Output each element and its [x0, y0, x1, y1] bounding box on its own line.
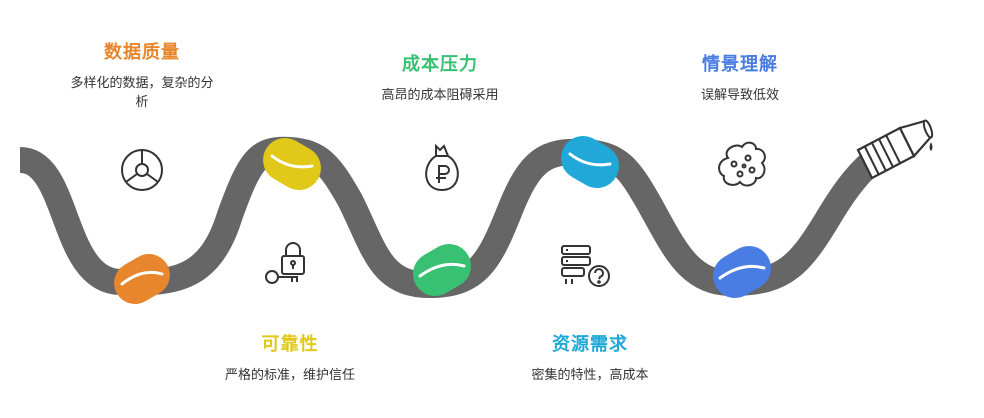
- item-cost-pressure: 成本压力 高昂的成本阻碍采用: [350, 50, 530, 105]
- nozzle-icon: [856, 119, 934, 180]
- item-desc: 多样化的数据，复杂的分析: [70, 76, 214, 110]
- knot-cost-pressure: [413, 244, 471, 296]
- item-title: 数据质量: [104, 42, 180, 63]
- item-resource-demand: 资源需求 密集的特性，高成本: [500, 330, 680, 385]
- knot-context-understanding: [713, 246, 771, 298]
- knot-resource-demand: [561, 136, 619, 188]
- item-reliability: 可靠性 严格的标准，维护信任: [200, 330, 380, 385]
- item-title: 资源需求: [552, 334, 628, 355]
- item-context-understanding: 情景理解 误解导致低效: [650, 50, 830, 105]
- server-question-icon: [561, 245, 610, 287]
- brain-icon: [718, 141, 766, 187]
- item-title: 情景理解: [702, 54, 778, 75]
- item-title: 可靠性: [261, 334, 319, 355]
- item-desc: 高昂的成本阻碍采用: [381, 88, 499, 103]
- item-desc: 误解导致低效: [700, 88, 779, 103]
- item-desc: 密集的特性，高成本: [531, 368, 649, 383]
- item-desc: 严格的标准，维护信任: [224, 368, 355, 383]
- money-bag-icon: [425, 143, 459, 192]
- knot-data-quality: [114, 254, 170, 304]
- pie-chart-icon: [121, 149, 163, 191]
- lock-key-icon: [265, 242, 305, 284]
- knot-reliability: [263, 138, 321, 190]
- item-title: 成本压力: [402, 54, 478, 75]
- item-data-quality: 数据质量 多样化的数据，复杂的分析: [62, 38, 222, 112]
